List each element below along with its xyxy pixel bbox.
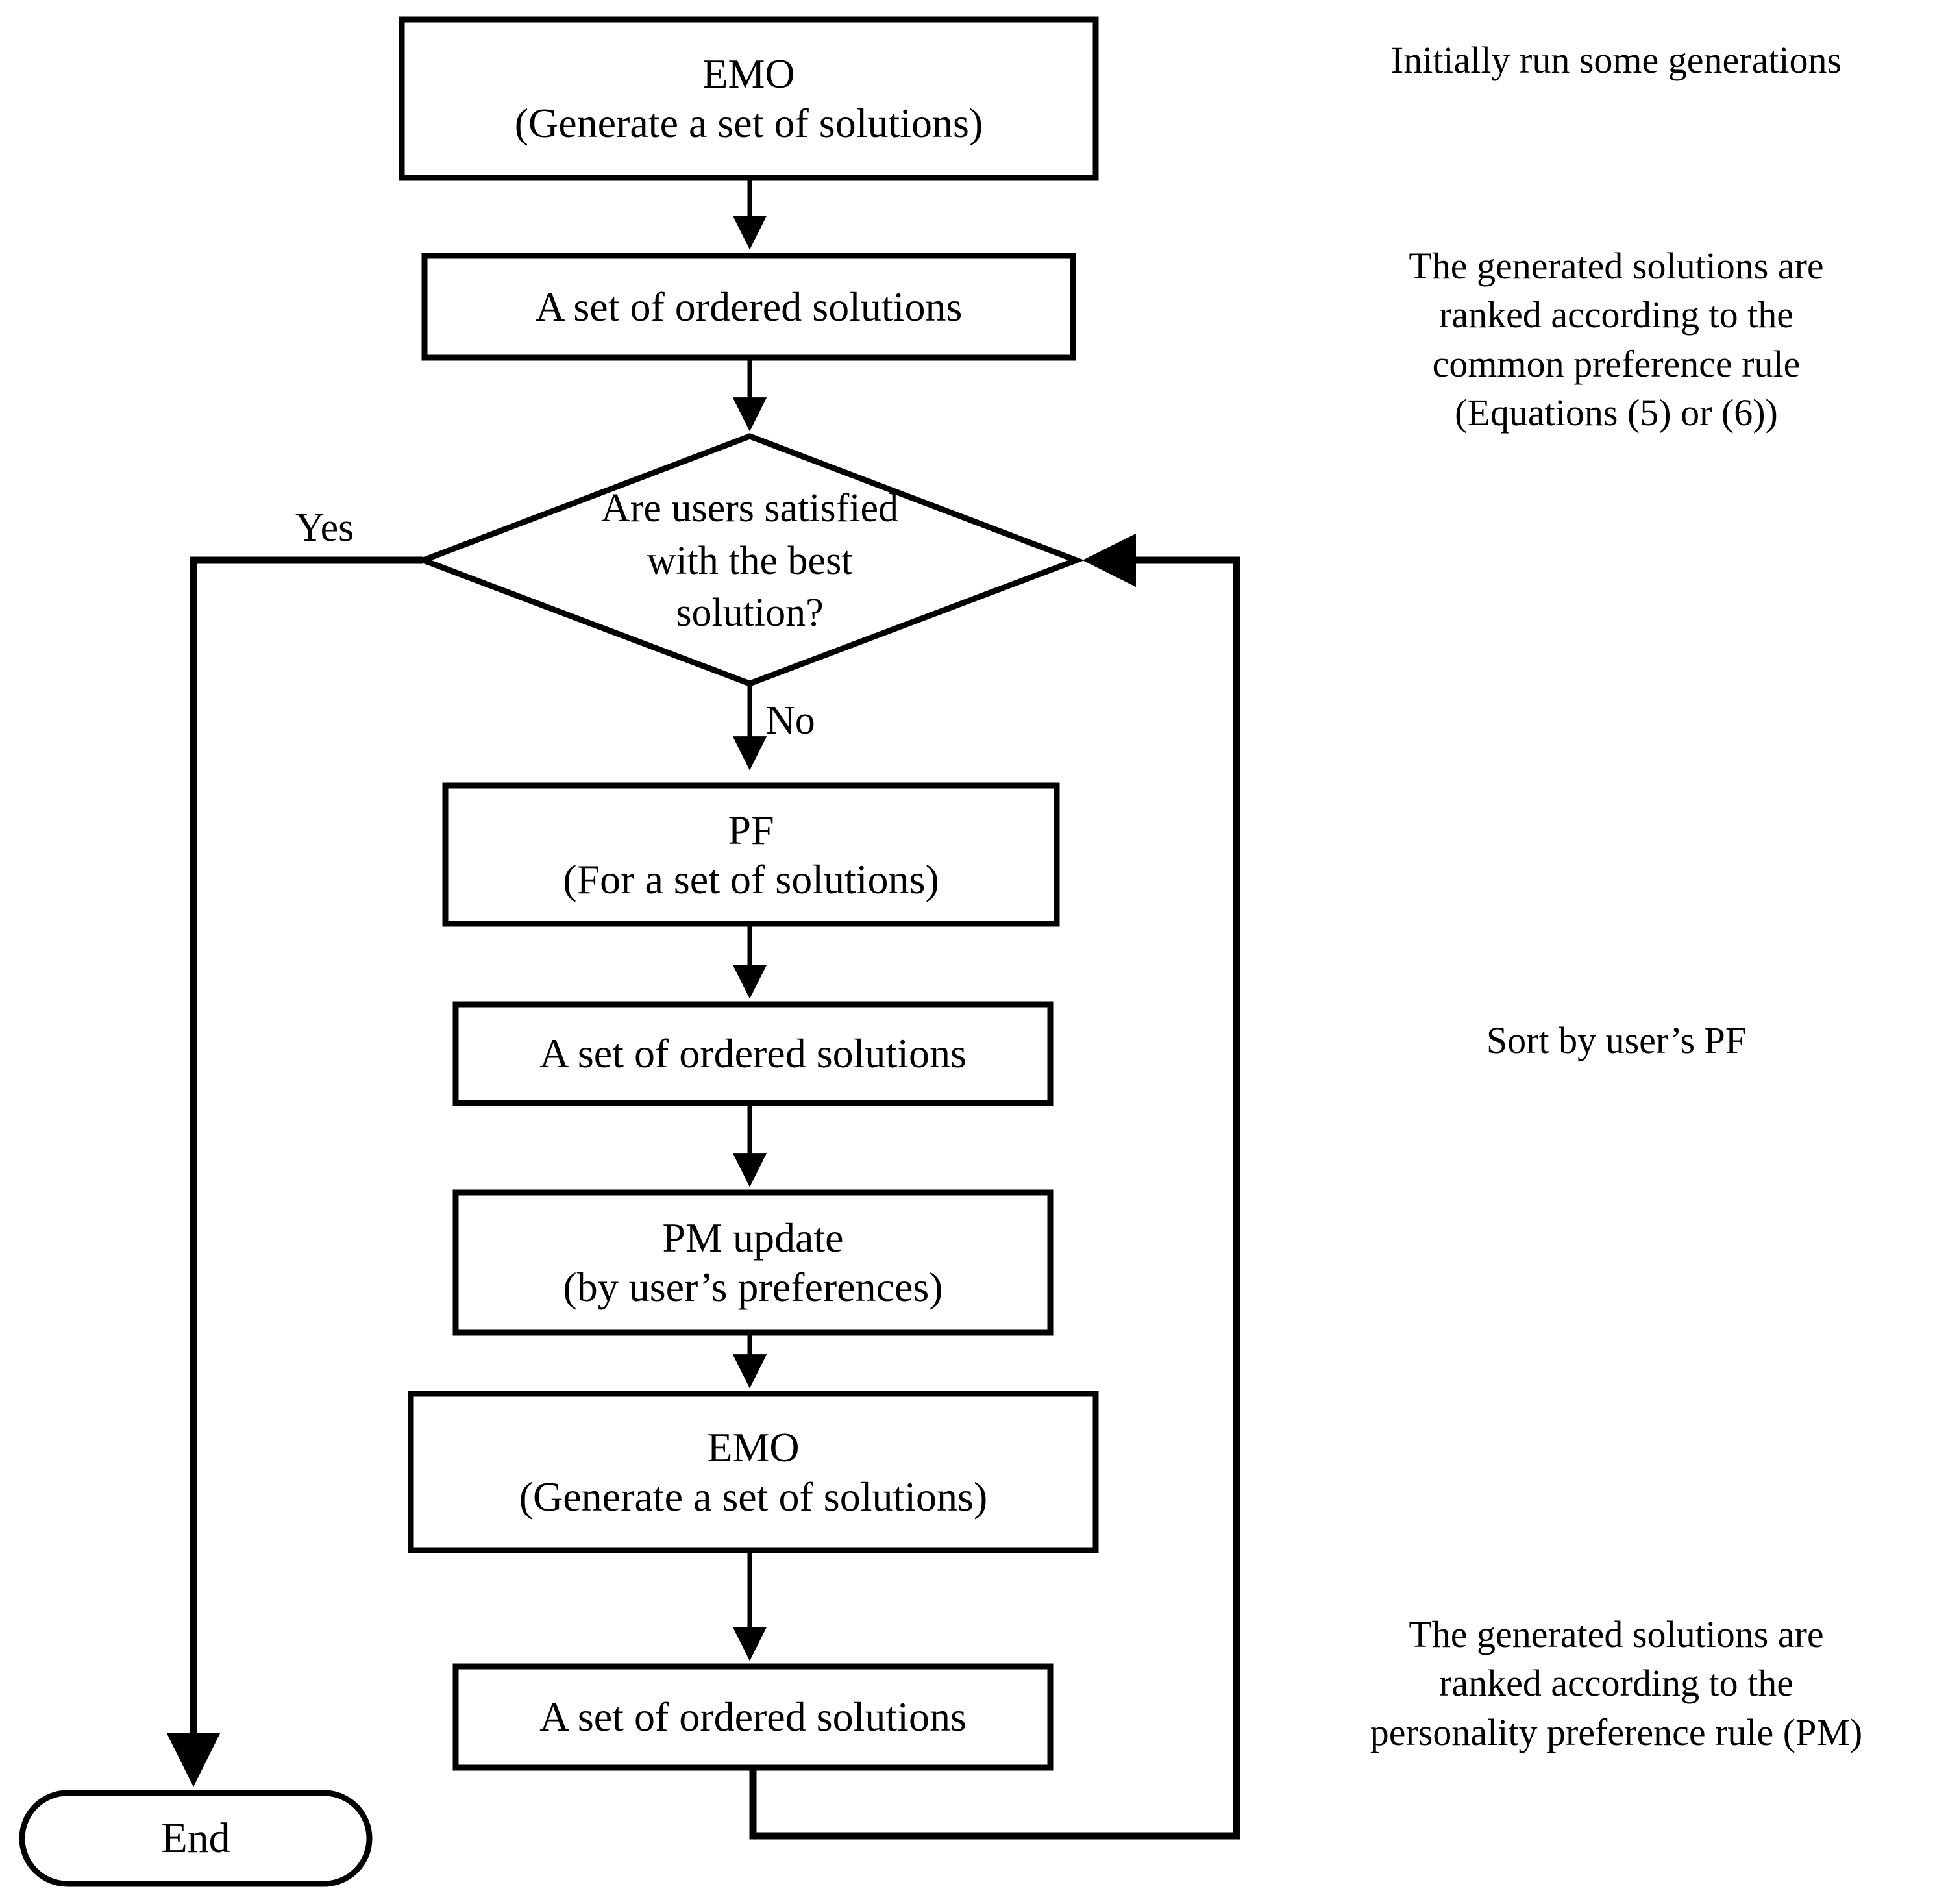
annotation-common-preference-rule-line-1: The generated solutions are — [1409, 245, 1824, 287]
annotation-sort-by-pf: Sort by user’s PF — [1298, 1016, 1934, 1065]
annotation-initial-run-line-1: Initially run some generations — [1390, 39, 1842, 81]
node-pf-shape — [442, 782, 1060, 927]
annotation-common-preference-rule-line-2: ranked according to the — [1439, 293, 1793, 336]
annotation-personality-preference-rule-line-3: personality preference rule (PM) — [1370, 1711, 1863, 1753]
annotation-common-preference-rule-line-3: common preference rule — [1432, 342, 1801, 385]
annotation-personality-preference-rule-line-2: ranked according to the — [1439, 1662, 1793, 1705]
annotation-common-preference-rule: The generated solutions are ranked accor… — [1298, 241, 1934, 438]
node-ordered-solutions-3-shape — [452, 1663, 1054, 1771]
annotation-personality-preference-rule-line-1: The generated solutions are — [1409, 1613, 1824, 1655]
connector-yes-branch-to-end — [166, 556, 423, 1787]
node-ordered-solutions-1-shape — [421, 253, 1076, 361]
node-pm-update-shape — [452, 1189, 1054, 1336]
edge-label-no: No — [766, 699, 815, 743]
node-decision-satisfied-shape — [415, 433, 1085, 687]
edge-label-yes: Yes — [295, 506, 354, 550]
node-end-shape — [19, 1790, 373, 1887]
annotation-sort-by-pf-line-1: Sort by user’s PF — [1486, 1019, 1747, 1061]
annotation-initial-run: Initially run some generations — [1298, 36, 1934, 84]
node-ordered-solutions-2-shape — [452, 1001, 1054, 1106]
node-emo-bottom-shape — [408, 1391, 1099, 1553]
connector-loop-back-to-decision — [749, 533, 1240, 1840]
annotation-common-preference-rule-line-4: (Equations (5) or (6)) — [1455, 391, 1778, 434]
node-emo-top-shape — [399, 16, 1099, 181]
annotation-personality-preference-rule: The generated solutions are ranked accor… — [1298, 1610, 1934, 1757]
